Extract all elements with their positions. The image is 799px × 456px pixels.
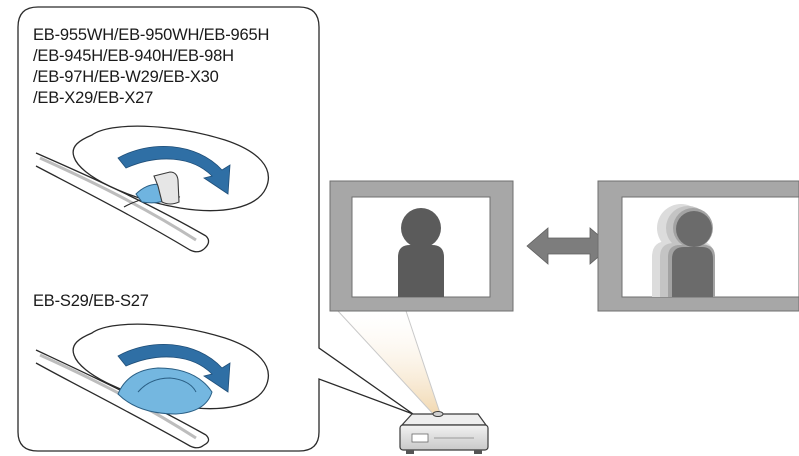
person-figure-sharp xyxy=(398,208,444,297)
projection-beam xyxy=(338,311,441,416)
focus-ring-with-tab-icon xyxy=(35,323,269,449)
focus-tab xyxy=(117,367,213,415)
model-line-3: /EB-97H/EB-W29/EB-X30 xyxy=(33,68,219,86)
focus-ring-with-lever-icon xyxy=(35,125,269,253)
sharp-screen xyxy=(329,180,514,312)
lever-tab xyxy=(153,171,180,205)
blurred-screen xyxy=(597,180,799,312)
model-line-1: EB-955WH/EB-950WH/EB-965H xyxy=(33,26,270,44)
rotation-arrow-icon xyxy=(117,146,231,195)
model-line-4: /EB-X29/EB-X27 xyxy=(33,89,154,107)
model-line-2: /EB-945H/EB-940H/EB-98H xyxy=(33,47,234,65)
rotation-arrow-icon xyxy=(117,344,231,393)
person-figure-blurred xyxy=(652,204,715,297)
model-group-a-label: EB-955WH/EB-950WH/EB-965H /EB-945H/EB-94… xyxy=(33,25,323,109)
projector-icon xyxy=(399,411,489,454)
model-group-b-label: EB-S29/EB-S27 xyxy=(33,292,149,310)
